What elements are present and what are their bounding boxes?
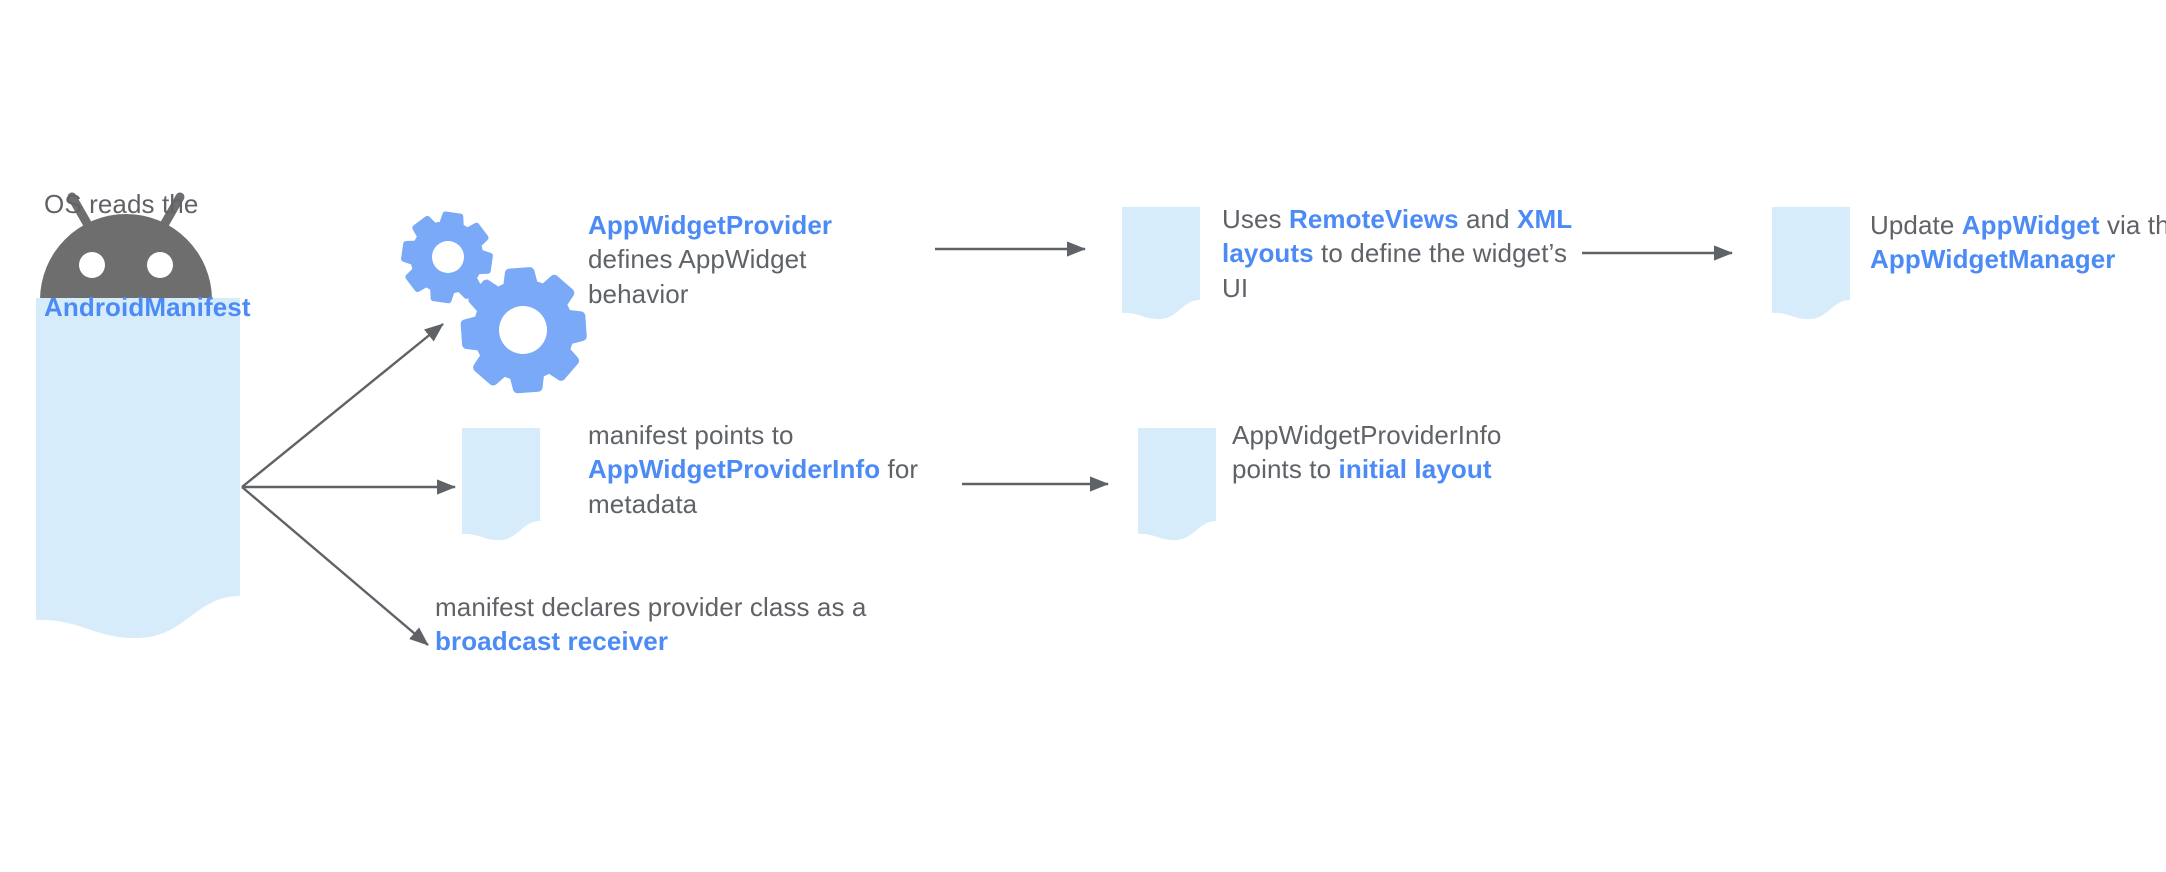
label-manifest-info-p2: for metadata (588, 454, 926, 519)
label-appwidgetprovider-kw: AppWidgetProvider (588, 210, 833, 240)
label-appwidgetprovider: AppWidgetProvider defines AppWidget beha… (588, 208, 888, 311)
android-manifest-document-shape (36, 298, 240, 639)
arrow-manifest-to-broadcast (241, 486, 429, 646)
label-manifest-points-to-info: manifest points to AppWidgetProviderInfo… (588, 418, 968, 521)
document-icon-provider-info (1138, 428, 1216, 541)
label-appwidgetprovider-rest: defines AppWidget behavior (588, 210, 840, 309)
label-update-p1: AppWidget (1961, 210, 2100, 240)
label-broadcast-p1: broadcast receiver (435, 626, 669, 657)
caption-os-reads-manifest: OS reads the AndroidManifest (44, 118, 374, 393)
label-providerinfo-p0: AppWidgetProviderInfo points to (1232, 420, 1509, 485)
caption-line2: AndroidManifest (44, 291, 251, 322)
gears-icon (401, 211, 587, 394)
arrow-manifest-to-provider (241, 323, 444, 488)
caption-line1: OS reads the (44, 188, 199, 219)
label-update-p3: AppWidgetManager (1870, 244, 2116, 275)
label-remoteviews-p2: and (1458, 204, 1517, 234)
label-remoteviews-p0: Uses (1222, 204, 1289, 234)
label-remoteviews-p4: to define the widget’s UI (1222, 238, 1575, 303)
document-icon-manifest-info (462, 428, 540, 541)
label-broadcast-receiver: manifest declares provider class as a br… (435, 590, 905, 659)
label-remoteviews: Uses RemoteViews and XML layouts to defi… (1222, 202, 1582, 305)
label-update-p2: via the (2106, 210, 2166, 240)
label-remoteviews-p1: RemoteViews (1288, 204, 1459, 234)
label-update-p0: Update (1870, 210, 1962, 240)
label-manifest-info-p1: AppWidgetProviderInfo (588, 454, 881, 485)
document-icon-remoteviews (1122, 207, 1200, 320)
label-broadcast-p0: manifest declares provider class as a (435, 592, 874, 622)
label-remoteviews-p3: XML layouts (1222, 204, 1580, 269)
label-providerinfo-initial-layout: AppWidgetProviderInfo points to initial … (1232, 418, 1562, 487)
label-update-appwidget: Update AppWidget via the AppWidgetManage… (1870, 208, 2166, 277)
android-robot-icon (40, 192, 212, 300)
label-providerinfo-p1: initial layout (1338, 454, 1492, 485)
label-manifest-info-p0: manifest points to (588, 420, 801, 450)
document-icon-update (1772, 207, 1850, 320)
